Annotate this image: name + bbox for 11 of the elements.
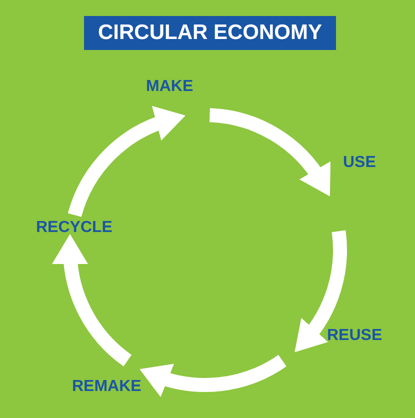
stage-label: USE	[343, 153, 376, 173]
arrow	[68, 106, 186, 218]
arrow	[295, 230, 347, 353]
arrow	[209, 108, 331, 196]
arrow	[139, 354, 286, 397]
stage-label: REUSE	[327, 326, 382, 346]
stage-label: RECYCLE	[36, 218, 112, 238]
stage-label: REMAKE	[72, 377, 142, 397]
title-banner: CIRCULAR ECONOMY	[84, 16, 336, 50]
stage-label: MAKE	[146, 77, 194, 97]
arrow	[52, 234, 132, 366]
